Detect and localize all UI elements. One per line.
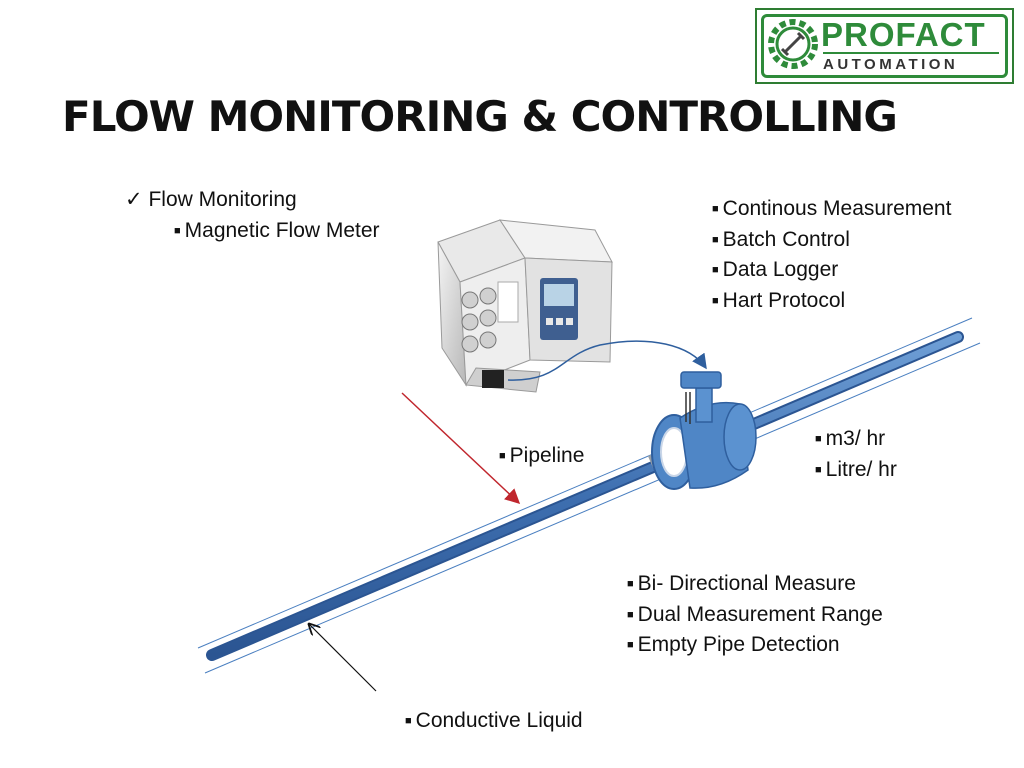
features-top-list: ■Continous Measurement ■Batch Control ■D…: [712, 194, 951, 316]
bullet-icon: ■: [405, 715, 412, 727]
bullet-icon: ■: [712, 233, 719, 246]
flow-meter-transmitter: [437, 219, 613, 393]
list-item: ■Empty Pipe Detection: [627, 633, 840, 656]
bullet-icon: ■: [712, 294, 719, 307]
flow-monitoring-heading: ✓ Flow Monitoring: [125, 185, 297, 216]
list-item: ■Batch Control: [712, 227, 850, 251]
bullet-icon: ■: [499, 450, 506, 462]
list-item: ■Hart Protocol: [712, 288, 846, 312]
units-list: ■m3/ hr ■Litre/ hr: [815, 424, 897, 485]
bullet-icon: ■: [627, 578, 634, 590]
bullet-icon: ■: [712, 203, 719, 215]
conductive-liquid-label: ■Conductive Liquid: [405, 709, 583, 732]
bullet-icon: ■: [627, 639, 634, 651]
gear-icon: [768, 19, 818, 69]
checkmark-icon: ✓: [125, 188, 143, 211]
logo-brand-text: PROFACT: [821, 16, 986, 53]
list-item: ■m3/ hr: [815, 427, 886, 450]
list-item: ■Bi- Directional Measure: [627, 572, 856, 595]
magnetic-flow-meter-label: Magnetic Flow Meter: [184, 219, 380, 242]
company-logo: PROFACT AUTOMATION: [755, 8, 1014, 84]
pipe-outline-lower: [204, 342, 981, 674]
pipeline-label: ■Pipeline: [499, 444, 585, 467]
logo-sub-text: AUTOMATION: [823, 56, 959, 73]
pipe-outline-upper: [197, 317, 973, 649]
list-item: ■Continous Measurement: [712, 197, 952, 220]
signal-arrow: [507, 340, 707, 381]
list-item: ■Dual Measurement Range: [627, 602, 883, 626]
logo-frame: [761, 14, 1008, 78]
bullet-icon: ■: [174, 225, 181, 237]
bullet-icon: ■: [815, 433, 822, 445]
magnetic-flow-meter-item: ■Magnetic Flow Meter: [174, 216, 380, 247]
bullet-icon: ■: [627, 608, 634, 621]
page-title: FLOW MONITORING & CONTROLLING: [62, 92, 898, 141]
liquid-pointer-arrow: [309, 624, 377, 692]
magnetic-flow-meter-sensor: [647, 371, 757, 490]
list-item: ■Litre/ hr: [815, 457, 897, 481]
bullet-icon: ■: [712, 264, 719, 276]
pipeline-pointer-arrow: [401, 392, 521, 505]
flow-monitoring-label: Flow Monitoring: [148, 188, 297, 211]
list-item: ■Data Logger: [712, 258, 839, 281]
bullet-icon: ■: [815, 463, 822, 476]
logo-divider: [823, 52, 999, 54]
features-bottom-list: ■Bi- Directional Measure ■Dual Measureme…: [627, 569, 883, 661]
